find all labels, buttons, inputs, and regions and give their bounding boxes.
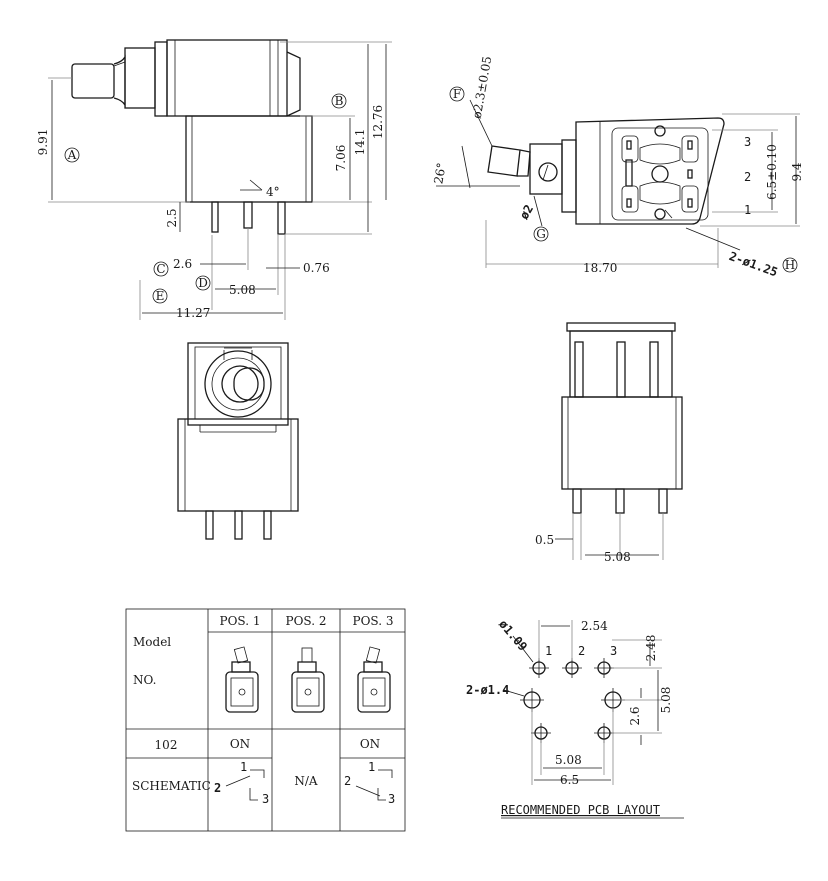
- callout-c: C: [156, 262, 165, 276]
- callout-e: E: [156, 289, 165, 303]
- top-view: F ø2.3±0.05 26° ø2 G 3 2 1 6.5±0.10 9.4 …: [431, 55, 804, 279]
- schematic-pos1: 1 2 3: [214, 760, 269, 806]
- pcb-pitch-2-54: 2.54: [581, 619, 608, 633]
- pcb-dim-2-6: 2.6: [628, 706, 642, 725]
- switch-pos1-image: [225, 646, 259, 713]
- switch-pos3-image: [357, 646, 391, 713]
- sch1-pin1: 1: [240, 760, 247, 774]
- switch-pos2-image: [291, 647, 325, 713]
- pcb-dim-5-08-h: 5.08: [555, 753, 582, 767]
- pcb-pin2: 2: [578, 644, 585, 658]
- dia-2: ø2: [517, 202, 536, 222]
- dim-9-4: 9.4: [790, 162, 804, 181]
- dim-2-5: 2.5: [165, 208, 179, 227]
- table-header-model: Model: [133, 635, 171, 649]
- dim-6-5-tol: 6.5±0.10: [765, 144, 779, 200]
- top-pos-3: 3: [744, 135, 751, 149]
- dim-5-08-back: 5.08: [604, 550, 631, 564]
- table-pos3: POS. 3: [353, 614, 394, 628]
- table-pos1: POS. 1: [220, 614, 261, 628]
- dim-9-91: 9.91: [36, 129, 50, 156]
- pcb-dim-5-08-v: 5.08: [659, 687, 673, 714]
- angle-26: 26°: [431, 162, 448, 185]
- dim-18-70: 18.70: [583, 261, 617, 275]
- front-view: [177, 342, 299, 540]
- callout-h: H: [785, 258, 795, 272]
- pcb-dim-6-5: 6.5: [560, 773, 579, 787]
- dia-2-3: ø2.3±0.05: [470, 55, 495, 120]
- sch3-pin1: 1: [368, 760, 375, 774]
- table-pos2: POS. 2: [286, 614, 327, 628]
- pcb-dim-2-48: 2.48: [644, 635, 658, 662]
- callout-a: A: [67, 148, 77, 162]
- table-header-no: NO.: [133, 673, 156, 687]
- angle-4: 4°: [266, 185, 280, 199]
- pcb-holes-2-1-4: 2-ø1.4: [466, 683, 509, 697]
- table-model-no: 102: [155, 738, 178, 752]
- dim-2-6: 2.6: [173, 257, 192, 271]
- dim-14-1: 14.1: [353, 129, 367, 156]
- pcb-layout: ø1.09 2.54 1 2 3 2.48 2-ø1.4 2.6 5.08 5.…: [466, 617, 684, 819]
- side-view: 9.91 7.06 14.1 12.76 2.5 4° 2.6 0.76 5.0…: [36, 39, 392, 320]
- dim-0-76: 0.76: [303, 261, 330, 275]
- pcb-pin1: 1: [545, 644, 552, 658]
- pcb-dia-1-09: ø1.09: [496, 617, 530, 654]
- sch3-pin2: 2: [344, 774, 351, 788]
- callout-b: B: [335, 94, 344, 108]
- holes-2-1-25: 2-ø1.25: [727, 249, 779, 279]
- dim-7-06: 7.06: [334, 145, 348, 172]
- table-pos1-state: ON: [230, 737, 250, 751]
- sch1-pin2: 2: [214, 781, 221, 795]
- schematic-pos3: 1 2 3: [344, 760, 395, 806]
- table-schematic-label: SCHEMATIC: [132, 779, 211, 793]
- sch3-pin3: 3: [388, 792, 395, 806]
- top-pos-2: 2: [744, 170, 751, 184]
- back-view: 0.5 5.08: [535, 322, 683, 564]
- pcb-pin3: 3: [610, 644, 617, 658]
- position-table: Model NO. POS. 1 POS. 2 POS. 3 102: [125, 608, 406, 832]
- callout-f: F: [453, 87, 461, 101]
- callout-d: D: [198, 276, 208, 290]
- pcb-caption: RECOMMENDED PCB LAYOUT: [501, 803, 660, 817]
- callout-g: G: [536, 227, 546, 241]
- dim-11-27: 11.27: [176, 306, 210, 320]
- dim-5-08: 5.08: [229, 283, 256, 297]
- top-pos-1: 1: [744, 203, 751, 217]
- dim-12-76: 12.76: [371, 105, 385, 139]
- sch1-pin3: 3: [262, 792, 269, 806]
- table-pos2-schematic: N/A: [294, 774, 318, 788]
- dim-0-5: 0.5: [535, 533, 554, 547]
- table-pos3-state: ON: [360, 737, 380, 751]
